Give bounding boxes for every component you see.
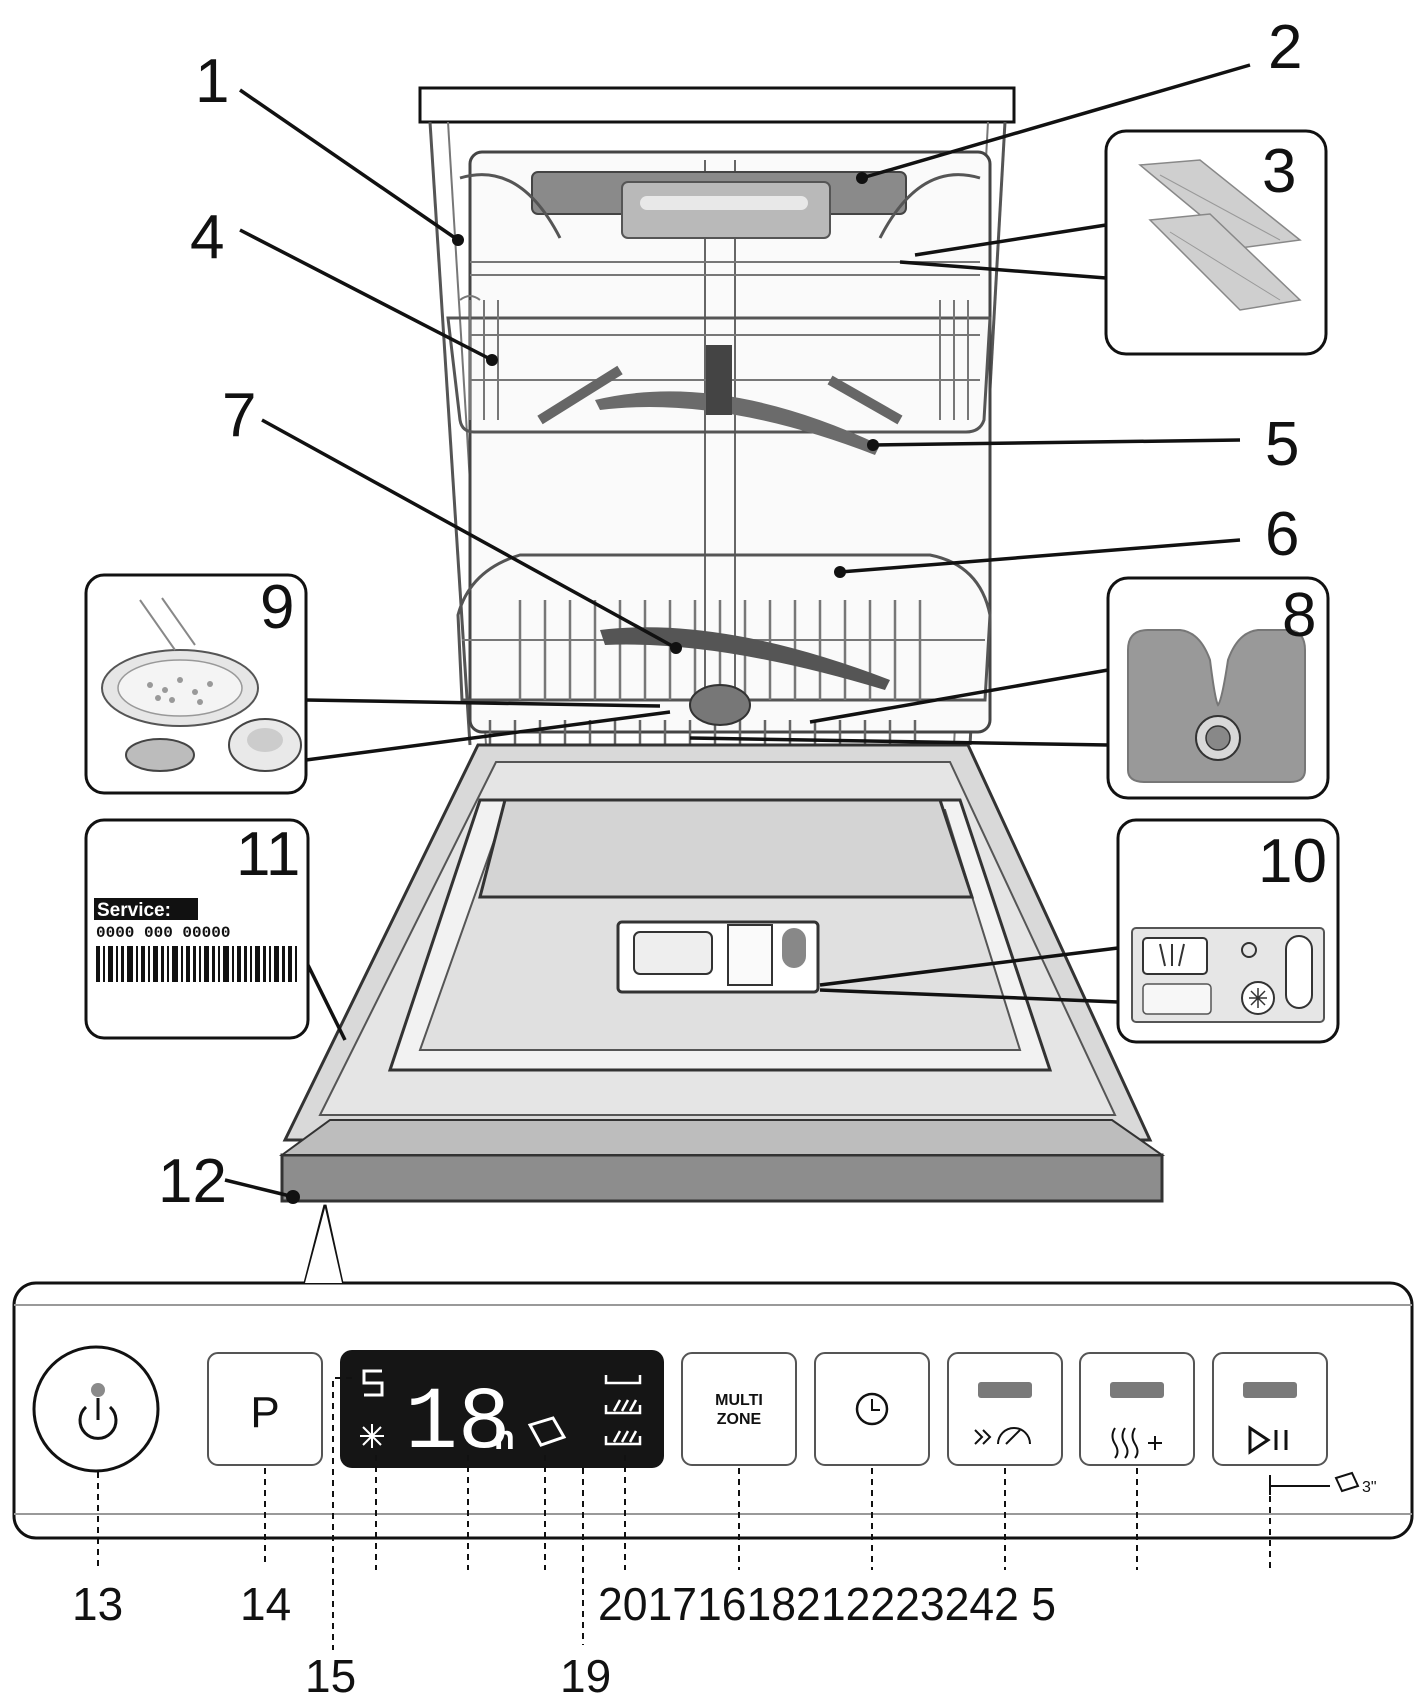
callout-1: 1 <box>195 47 229 116</box>
program-button[interactable]: P <box>207 1352 323 1466</box>
top-spray-head <box>531 171 907 239</box>
callout-8: 8 <box>1282 581 1316 650</box>
rinse-aid-icon <box>360 1424 384 1448</box>
callout-7: 7 <box>222 381 256 450</box>
basket-level-icons <box>604 1375 642 1446</box>
callout-numbers: 1 2 3 4 5 6 7 8 9 10 11 12 <box>158 13 1327 1216</box>
callout-10: 10 <box>1258 827 1327 896</box>
upper-spray-arm <box>595 345 880 455</box>
label-15: 15 <box>305 1650 356 1701</box>
program-button-label: P <box>250 1388 279 1437</box>
tablet-icon <box>527 1416 567 1447</box>
inset-filter <box>84 573 308 795</box>
label-19: 19 <box>560 1650 611 1701</box>
dishwasher-body <box>418 86 1016 746</box>
power-icon <box>78 1405 118 1440</box>
heat-plus-icon <box>1111 1427 1162 1459</box>
lower-spray-arm <box>600 627 890 726</box>
callout-2: 2 <box>1268 13 1302 82</box>
inset-dispenser <box>1116 818 1340 1044</box>
speed-gauge-icon <box>974 1427 1031 1445</box>
tablet-hint-icon <box>1334 1471 1360 1493</box>
inset-filter-plate <box>1106 576 1330 800</box>
third-basket-rails <box>459 173 981 276</box>
bottom-labels: 13 14 15 19 20171618212223242 5 <box>72 1578 1056 1701</box>
multizone-line2: ZONE <box>717 1411 762 1428</box>
callout-9: 9 <box>260 573 294 642</box>
service-label-number: 0000 000 00000 <box>96 924 230 942</box>
play-pause-icon <box>1248 1425 1288 1455</box>
start-pause-button[interactable] <box>1212 1352 1328 1466</box>
label-14: 14 <box>240 1578 291 1630</box>
multizone-button[interactable]: MULTI ZONE <box>681 1352 797 1466</box>
display-digits: 18 <box>405 1375 511 1474</box>
open-door <box>278 743 1166 1203</box>
display-unit: h <box>494 1419 515 1457</box>
control-panel: P 18 h MULTI ZONE <box>12 1204 1414 1540</box>
callout-3: 3 <box>1262 137 1296 206</box>
power-button[interactable] <box>32 1345 160 1473</box>
callout-6: 6 <box>1265 500 1299 569</box>
callout-5: 5 <box>1265 410 1299 479</box>
callout-4: 4 <box>190 203 224 272</box>
delay-start-button[interactable] <box>814 1352 930 1466</box>
upper-basket <box>446 295 992 434</box>
inset-cutlery-tray <box>1104 129 1328 356</box>
extra-dry-button[interactable] <box>1079 1352 1195 1466</box>
delay-clock-icon <box>855 1392 889 1426</box>
multizone-line1: MULTI <box>715 1392 763 1409</box>
label-13: 13 <box>72 1578 123 1630</box>
leader-lines <box>224 63 1251 1204</box>
callout-11: 11 <box>236 820 300 889</box>
inset-service-label <box>84 818 310 1040</box>
tablet-hint-text: 3" <box>1362 1479 1377 1496</box>
salt-icon <box>362 1369 384 1397</box>
label-row: 20171618212223242 5 <box>598 1578 1056 1630</box>
callout-12: 12 <box>158 1147 227 1216</box>
speed-button[interactable] <box>947 1352 1063 1466</box>
display-panel: 18 h <box>340 1350 664 1474</box>
reference-dashes <box>97 1377 1271 1650</box>
service-label-title: Service: <box>97 900 171 921</box>
barcode <box>96 946 297 982</box>
